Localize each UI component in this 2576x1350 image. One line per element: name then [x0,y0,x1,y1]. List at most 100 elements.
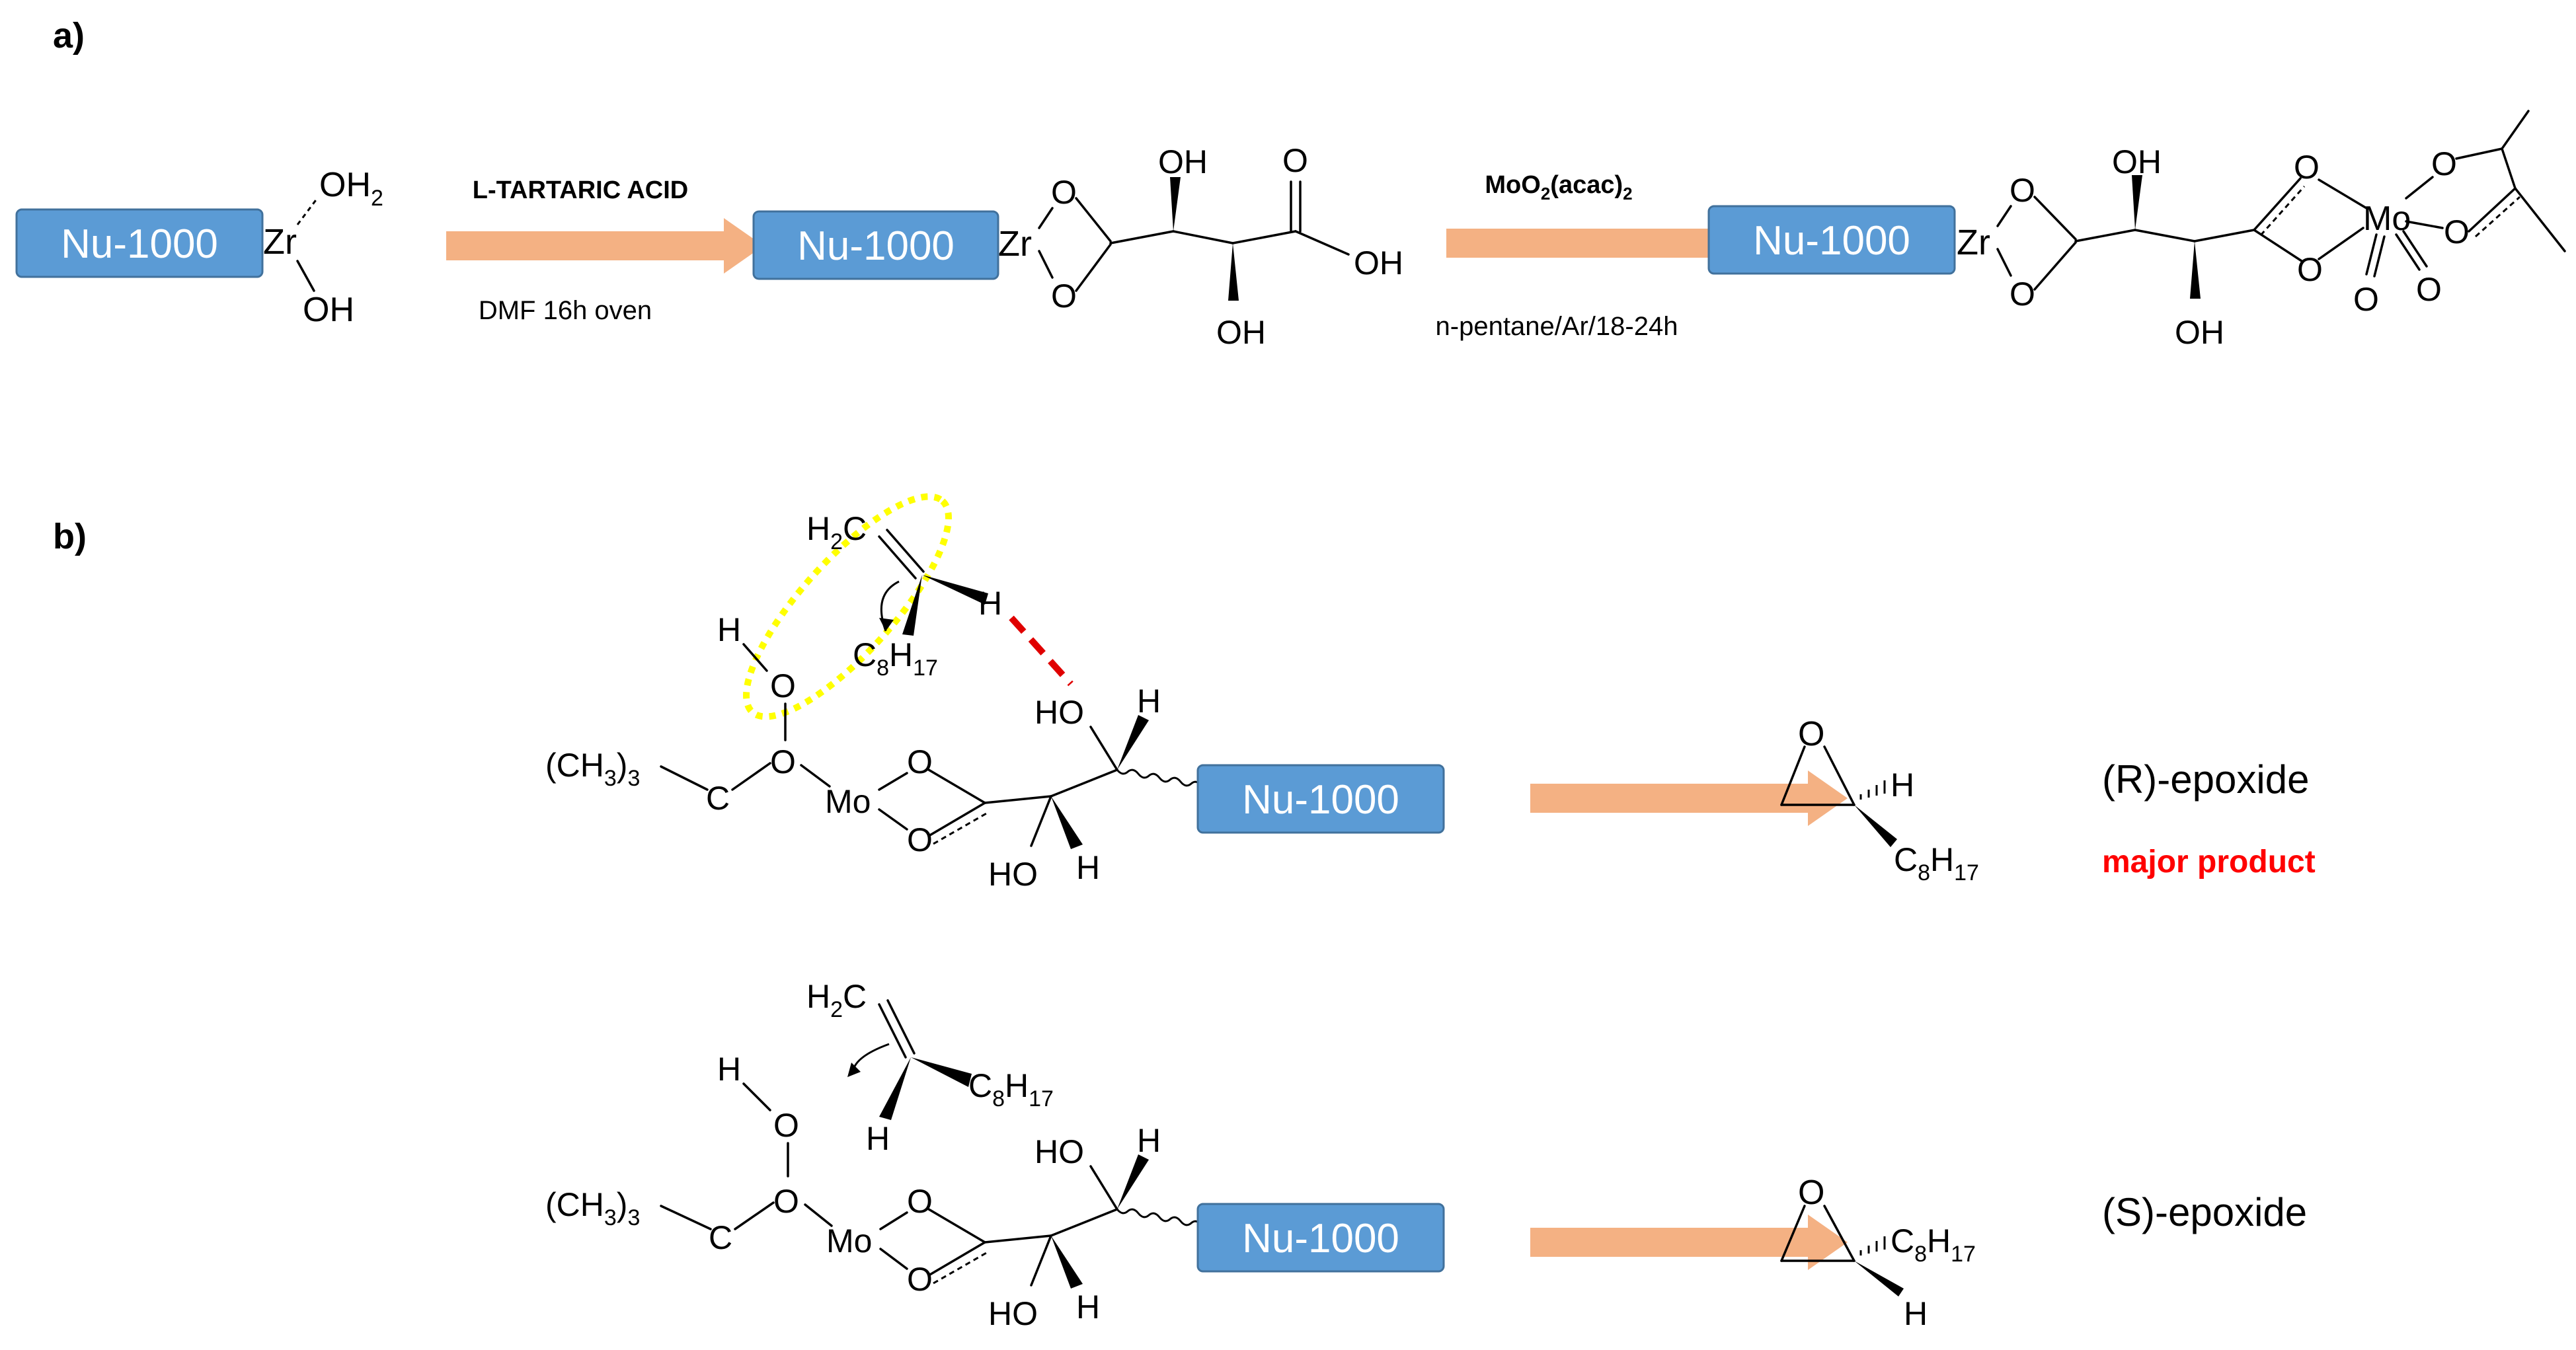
major-product-label: major product [2102,844,2316,880]
tart2-wedge-oh-top [2132,175,2142,230]
s-bond-c2-oh [1089,1165,1118,1211]
tart1-bond-zr-obot [1038,250,1054,279]
tart2-bond-c-otop [2253,177,2302,231]
s-bond-o1-c [927,1208,986,1244]
r-bond-tbu-c [660,765,709,791]
s-epoxide-bond-1 [1780,1205,1806,1262]
r-bond-c-c1 [984,795,1052,804]
r-curved-arrow-head [879,618,894,631]
nu1000-label-3: Nu-1000 [1753,218,1910,264]
s-bond-c1-oh [1030,1234,1052,1287]
r-epoxide-bond-2 [1823,745,1855,806]
s-mo: Mo [826,1222,872,1259]
s-epoxide-bond-2 [1823,1205,1855,1262]
s-c8h17: C8H17 [968,1067,1054,1111]
r-c8h17-17: 17 [913,656,938,681]
s-epox-h: H [1927,1222,1951,1259]
s-h2c: H2C [806,978,867,1022]
nu1000-box-2 [752,210,999,280]
acac-bond-o-c1 [2455,147,2503,160]
r-bond-mo-o1 [878,772,908,791]
s-h2c-sub: 2 [830,997,843,1022]
s-wedge-c2-h [1117,1154,1149,1209]
s-epox-17: 17 [1951,1242,1976,1267]
acac-o-bottom: O [2444,213,2470,250]
tart1-bond-c3-c4 [1231,230,1297,244]
s-c2-ho: HO [1034,1133,1084,1170]
mo-oxo-1a [2365,233,2378,276]
r-tbu-close: ) [617,747,628,784]
s-tbu-open: (CH [545,1186,604,1223]
tart2-bond-obot-c [2033,241,2077,291]
mo-oxo-2b [2402,230,2428,268]
step2-conditions: n-pentane/Ar/18-24h [1436,312,1678,341]
s-c2-h: H [1137,1122,1161,1159]
s-tbu: (CH3)3 [545,1186,640,1230]
panel-b-label: b) [53,517,87,556]
s-c1-ho: HO [988,1295,1038,1332]
r-c1-ho: HO [988,856,1038,893]
tart2-carboxyl-o-bottom: O [2297,251,2323,288]
tart2-o-bottom: O [2010,276,2035,313]
s-wedge-c8h17 [911,1057,972,1087]
tart2-bond-o-mo-1 [2318,178,2368,209]
r-bond-c1-oh [1030,795,1052,847]
panel-a-label: a) [53,16,85,56]
nu1000-label-r: Nu-1000 [1242,777,1399,823]
r-epox-8: 8 [1918,860,1930,885]
r-bond-mo-o2 [878,808,908,831]
r-epoxide-hash [1859,780,1886,800]
s-wedge-h [879,1057,911,1120]
acac-methyl-1 [2501,110,2530,150]
s-peroxide-o2: O [773,1183,799,1220]
nu1000-box-r [1196,764,1445,834]
highlight-ellipse [743,493,952,720]
step2-reagent-sub1: 2 [1541,184,1550,204]
s-epox-c: C [1891,1222,1914,1259]
r-carbox-o1: O [907,743,933,780]
r-bond-o2-c [927,802,986,837]
tart2-bond-c-obot [2253,229,2303,262]
hydrogen-bond [1009,615,1073,687]
tart2-o-top: O [2010,172,2035,209]
oh2-main: OH [319,166,371,204]
tart2-bond-c1-c2 [2074,229,2136,243]
r-h2c-h: H [806,510,830,547]
r-wavy-bond [1116,769,1202,787]
step2-reagent-sub2: 2 [1623,184,1632,204]
tart1-wedge-oh-bottom [1228,243,1239,301]
s-bond-h-o [742,1082,771,1111]
r-alkene-double-1 [878,535,917,580]
tart1-oh-bottom: OH [1216,314,1266,351]
product-s-label: (S)-epoxide [2102,1190,2307,1234]
r-bond-c2-oh [1089,726,1118,771]
tart1-acid-oh: OH [1354,244,1403,281]
acac-o-top: O [2431,145,2457,182]
r-epoxide-o: O [1798,715,1824,753]
s-alkene-double-1 [878,1003,907,1059]
s-peroxide-o1: O [773,1107,799,1144]
r-c2-ho: HO [1034,694,1084,731]
tart1-bond-otop-c [1075,197,1112,243]
s-bond-tbu-c [660,1205,712,1230]
zr-atom-1: Zr [263,222,297,262]
tart2-oh-bottom: OH [2175,314,2224,351]
r-mo: Mo [825,783,871,820]
acac-dashed-1 [2474,196,2521,238]
s-peroxide-h: H [717,1051,741,1088]
s-h2c-h: H [806,978,830,1015]
mo-acac-bond-1 [2405,176,2434,200]
s-h2c-c: C [843,978,867,1015]
zr-oh-bond [296,260,315,292]
tart1-wedge-oh-top [1170,177,1181,231]
mo-oxo-o-1: O [2353,281,2379,318]
s-c1-h: H [1076,1289,1100,1326]
tart2-bond-zr-otop [1996,205,2012,227]
r-alkene-double-2 [886,529,925,573]
s-bond-mo-o1 [879,1211,908,1230]
s-tbu-sub: 3 [604,1205,617,1230]
r-peroxide-o1: O [770,667,796,704]
r-bond-c-o [731,762,771,791]
